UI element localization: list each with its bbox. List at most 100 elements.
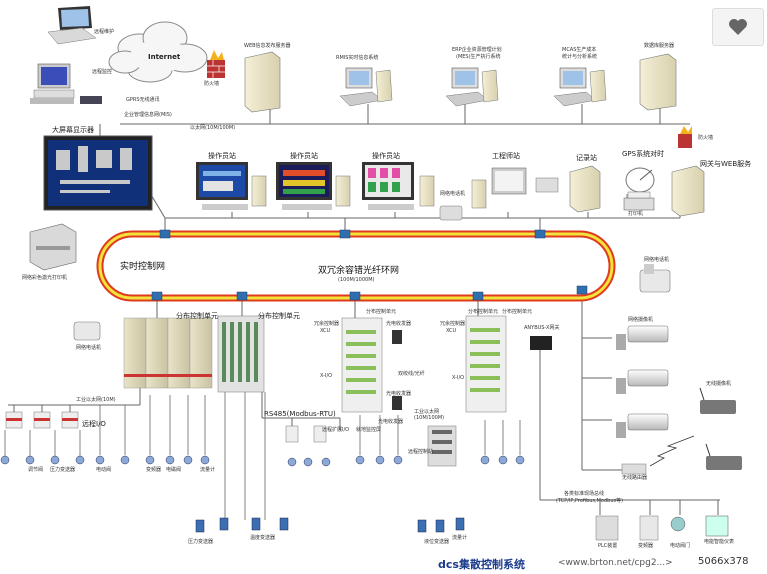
label-dcu-5: 分布控制单元 [502,309,533,315]
label-field-3: 电动阀 [96,467,112,473]
label-fiber-rx-2: 光电收发器 [386,391,412,397]
label-x-io-2: X-I/O [452,375,465,381]
firewall-icon-1 [207,50,225,78]
label-remote-rack: 远程控制站 [408,449,434,455]
label-field-4: 变频器 [146,467,162,473]
label-wireless-cam: 无线摄像机 [706,381,732,387]
label-net-phone-2: 网络电话机 [644,257,670,263]
laptop-icon [47,6,97,45]
server-icon-db [639,53,677,111]
label-db-server: 数据库服务器 [644,43,675,49]
big-screen-display [43,135,153,211]
label-realtime-net: 实时控制网 [120,262,166,272]
label-field-1: 调节阀 [28,467,44,473]
image-caption: dcs集散控制系统 [438,558,525,571]
image-dimensions: 5066x378 [698,556,749,567]
label-valve-pos: 电动阀门 [670,543,691,549]
label-net-cam: 网络摄像机 [628,317,654,323]
label-rs485: RS485(Modbus-RTU) [264,410,336,418]
server-icon-web [244,51,281,113]
label-remote-exp: 远程扩展I/O [322,427,350,433]
firewall-icon-2 [678,126,692,148]
label-recorder: 记录站 [576,154,597,162]
label-fieldbus-1: 各类标准现场总线 [564,491,605,497]
phone-icon-2 [639,264,671,293]
laser-printer [29,223,77,271]
label-dcu-2: 分布控制单元 [258,312,300,320]
label-xcu-1b: XCU [320,328,331,334]
wireless-camera-icon-2 [705,443,742,470]
label-field-5: 电磁阀 [166,467,182,473]
wireless-router-icon [621,435,695,475]
phone-icon-3 [73,321,101,341]
label-anybus: ANYBUS-X网关 [524,325,560,331]
label-remote-maint: 远程维护 [94,29,115,35]
remote-monitor-pc [30,63,102,104]
label-fb-io: 就地监控屏 [356,427,382,433]
label-laser-printer: 网络彩色激光打印机 [22,275,68,281]
label-mcas-2: 统计与分析系统 [562,54,598,60]
ring-switches [151,229,588,301]
label-ind-eth-1: 工业以太网(10M) [76,397,116,403]
valve-icons [0,455,525,467]
transmitter-icons [195,517,465,533]
label-printer: 打印机 [628,211,644,217]
label-op-2: 操作员站 [290,152,318,160]
label-fiber-eth: 双绞线/光纤 [398,371,425,377]
label-net-phone-3: 网络电话机 [76,345,102,351]
label-rmis: RMIS实时信息系统 [336,55,379,61]
label-mes: (MES)生产执行系统 [456,54,501,60]
cabinet-icon-1 [123,317,213,389]
label-remote-io-1: 远程I/O [82,420,106,428]
label-field-7: 压力变送器 [188,539,214,545]
source-url[interactable]: <www.brton.net/cpg2...> [558,558,673,568]
cabinet-icon-3 [341,317,402,413]
gateway-server [671,165,705,217]
printer-icon [623,191,655,211]
label-erp: ERP企业资源管理计划 [452,47,502,53]
label-fiber-rx-1: 光电收发器 [386,321,412,327]
label-dcu-1: 分布控制单元 [176,312,218,320]
label-freq: 变频器 [638,543,654,549]
label-xcu-2a: 冗余控制器 [440,321,466,327]
camera-icon-1 [616,325,669,350]
label-xcu-1a: 冗余控制器 [314,321,340,327]
label-x-io-1: X-I/O [320,373,333,379]
label-ring-2: (100M/1000M) [338,277,375,283]
label-fieldbus-2: (TCP/IP,Profibus,Modbus等) [556,498,624,504]
label-remote-monitor: 远程监控 [92,69,113,75]
label-gps: GPS系统对时 [622,150,665,158]
workstation-icon-erp [445,67,499,107]
label-plc: PLC装置 [598,543,618,549]
label-firewall-1: 防火墙 [204,81,220,87]
camera-icon-3 [616,413,669,438]
engineer-station [471,167,559,209]
label-field-9: 液位变送器 [424,539,450,545]
cloud-icon [108,21,208,83]
favorite-button[interactable] [712,8,764,46]
label-field-6: 流量计 [200,467,216,473]
label-gateway: 网关与WEB服务 [700,160,752,168]
label-field-2: 压力变送器 [50,467,76,473]
anybus-gateway-icon [530,336,552,350]
label-mcas-1: MCAS生产成本 [562,47,597,53]
camera-icon-2 [616,369,669,394]
label-ring-1: 双冗余容错光纤环网 [318,266,400,276]
label-dcu-4: 分布控制单元 [468,309,499,315]
label-internet: Internet [148,53,181,61]
label-ind-eth-2a: 工业以太网 [414,409,440,415]
label-ind-eth-2b: (10M/100M) [414,415,445,421]
remote-rack-icon [427,425,457,467]
label-field-10: 流量计 [452,535,468,541]
label-mis-net: 企业管理信息网(MIS) [124,112,172,118]
bottom-devices [595,515,729,541]
label-dcu-3: 分布控制单元 [366,309,397,315]
wireless-camera-icon-1 [699,387,736,414]
label-gprs: GPRS无线通讯 [126,97,160,103]
cabinet-icon-4 [465,315,507,413]
operator-station-1 [196,162,267,210]
label-ethernet: 以太网(10M/100M) [190,125,236,131]
label-meter: 电能智能仪表 [704,539,735,545]
cabinet-icon-2 [217,315,265,393]
